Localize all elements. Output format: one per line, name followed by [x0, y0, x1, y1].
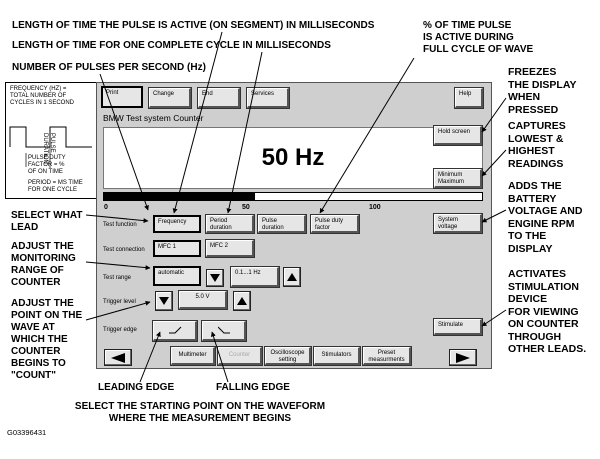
duty-factor-label: PULSE DUTY FACTOR = % OF ON TIME: [28, 155, 66, 175]
trigger-level-down-button[interactable]: [155, 291, 173, 311]
leading-edge-icon: [169, 326, 182, 334]
callout-falling-edge: FALLING EDGE: [216, 382, 290, 393]
test-function-label: Test function: [103, 222, 137, 228]
menu-print-button[interactable]: Print: [101, 86, 143, 108]
frequency-readout: 50 Hz: [103, 127, 483, 189]
square-wave-icon: [9, 126, 92, 168]
bar-tick-50: 50: [242, 204, 250, 211]
system-voltage-button[interactable]: System voltage Rotation speed: [434, 214, 482, 233]
figure-id: G03396431: [7, 428, 47, 437]
triangle-down-icon: [210, 274, 220, 282]
screen-title: BMW Test system Counter: [103, 113, 204, 123]
counter-button[interactable]: Counter: [218, 347, 262, 365]
frequency-definition: FREQUENCY (HZ) = TOTAL NUMBER OF CYCLES …: [10, 86, 75, 106]
minimum-maximum-button[interactable]: Minimum Maximum: [434, 169, 482, 188]
stimulators-button[interactable]: Stimulators: [314, 347, 360, 365]
callout-pulses-per-second: NUMBER OF PULSES PER SECOND (Hz): [12, 62, 206, 73]
pulse-duty-factor-button[interactable]: Pulse duty factor: [311, 215, 359, 233]
previous-page-button[interactable]: [104, 349, 132, 366]
triangle-up-icon: [287, 273, 297, 281]
help-button[interactable]: Help: [455, 88, 483, 108]
arrow-right-icon: [456, 352, 470, 363]
callout-start-point: SELECT THE STARTING POINT ON THE WAVEFOR…: [74, 401, 326, 424]
range-automatic-button[interactable]: automatic: [153, 266, 201, 286]
level-bar-fill: [104, 193, 256, 200]
callout-on-segment: LENGTH OF TIME THE PULSE IS ACTIVE (ON S…: [12, 20, 375, 31]
tester-screen: Print Change End Services Help BMW Test …: [96, 82, 492, 369]
menu-services-button[interactable]: Services: [247, 88, 289, 108]
callout-leading-edge: LEADING EDGE: [98, 382, 175, 393]
trigger-level-up-button[interactable]: [233, 291, 251, 311]
arrow-left-icon: [111, 352, 125, 363]
callout-cycle-length: LENGTH OF TIME FOR ONE COMPLETE CYCLE IN…: [12, 40, 331, 51]
mfc2-button[interactable]: MFC 2: [206, 240, 254, 257]
pulse-duration-button[interactable]: Pulse duration: [258, 215, 306, 233]
range-value-field: 0.1...1 Hz: [231, 267, 279, 287]
test-range-label: Test range: [103, 275, 132, 281]
callout-adjust-point: ADJUST THE POINT ON THE WAVE AT WHICH TH…: [11, 298, 83, 381]
pulse-definition-inset: FREQUENCY (HZ) = TOTAL NUMBER OF CYCLES …: [5, 82, 97, 199]
callout-adjust-range: ADJUST THE MONITORING RANGE OF COUNTER: [11, 241, 76, 288]
hold-screen-button[interactable]: Hold screen: [434, 126, 482, 145]
range-up-button[interactable]: [283, 267, 301, 287]
callout-select-lead: SELECT WHAT LEAD: [11, 210, 83, 233]
menu-end-button[interactable]: End: [198, 88, 240, 108]
triangle-up-icon: [237, 297, 247, 305]
multimeter-button[interactable]: Multimeter: [171, 347, 215, 365]
test-connection-label: Test connection: [103, 247, 145, 253]
callout-activates-stimulation: ACTIVATES STIMULATION DEVICE FOR VIEWING…: [508, 268, 587, 355]
period-duration-button[interactable]: Period duration: [206, 215, 254, 233]
bar-tick-100: 100: [369, 204, 381, 211]
trigger-level-label: Trigger level: [103, 299, 136, 305]
oscilloscope-setting-button[interactable]: Oscilloscope setting: [265, 347, 311, 365]
preset-measurements-button[interactable]: Preset measurments: [363, 347, 411, 365]
bar-tick-0: 0: [104, 204, 108, 211]
triangle-down-icon: [159, 297, 169, 305]
period-label: PERIOD = MS TIME FOR ONE CYCLE: [28, 180, 83, 193]
trigger-edge-label: Trigger edge: [103, 327, 137, 333]
range-down-button[interactable]: [206, 269, 224, 287]
falling-edge-icon: [218, 326, 230, 334]
callout-freezes: FREEZES THE DISPLAY WHEN PRESSED: [508, 66, 577, 116]
callout-percent-active: % OF TIME PULSE IS ACTIVE DURING FULL CY…: [423, 20, 534, 55]
frequency-button[interactable]: Frequency: [153, 215, 201, 233]
trigger-level-value: 5.0 V: [179, 291, 227, 309]
callout-captures: CAPTURES LOWEST & HIGHEST READINGS: [508, 120, 566, 170]
mfc1-button[interactable]: MFC 1: [153, 240, 201, 257]
stimulate-button[interactable]: Stimulate: [434, 319, 482, 335]
falling-edge-button[interactable]: [202, 321, 246, 341]
callout-adds-battery: ADDS THE BATTERY VOLTAGE AND ENGINE RPM …: [508, 180, 583, 255]
next-page-button[interactable]: [449, 349, 477, 366]
menu-change-button[interactable]: Change: [149, 88, 191, 108]
readout-value: 50 Hz: [261, 144, 325, 171]
leading-edge-button[interactable]: [153, 321, 197, 341]
level-bar: [103, 192, 483, 201]
